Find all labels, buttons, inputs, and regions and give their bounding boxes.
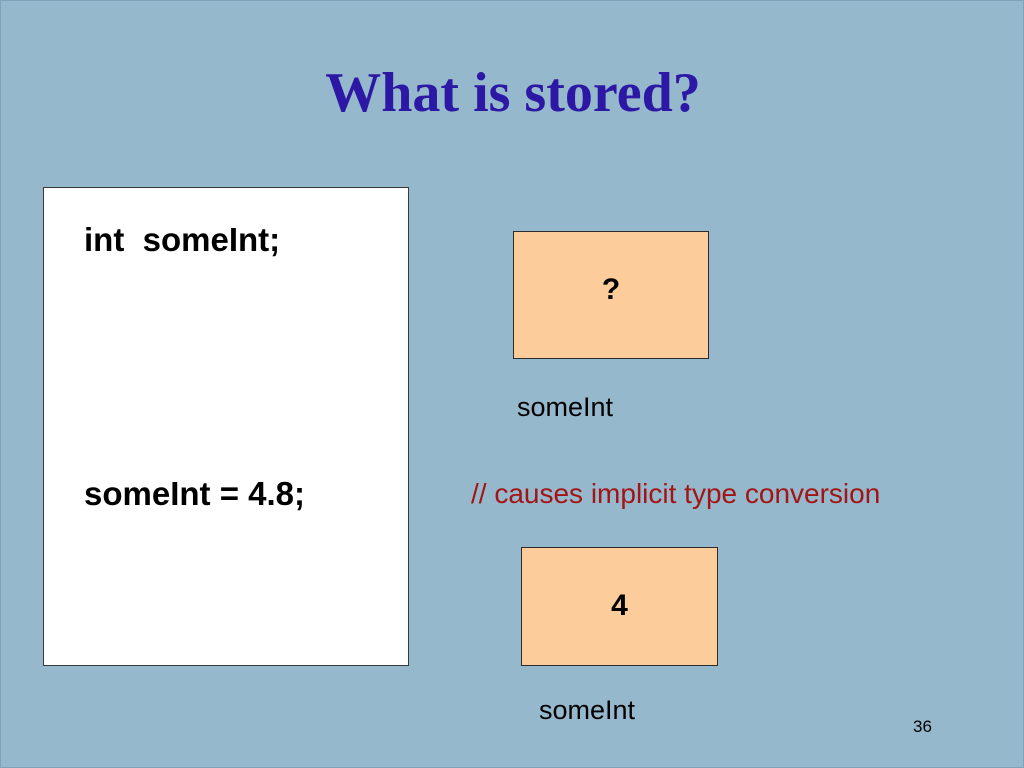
memory-box-before: ? [513, 231, 709, 359]
conversion-comment: // causes implicit type conversion [471, 478, 881, 509]
memory-box-before-value: ? [601, 273, 621, 306]
code-line-assignment: someInt = 4.8; [84, 475, 305, 512]
memory-box-after-value: 4 [611, 589, 628, 622]
memory-box-before-label: someInt [517, 392, 614, 422]
memory-box-after: 4 [521, 547, 718, 666]
code-panel: int someInt; someInt = 4.8; [43, 187, 409, 666]
page-number: 36 [913, 717, 932, 736]
slide-title: What is stored? [325, 62, 701, 124]
memory-box-after-label: someInt [539, 695, 636, 725]
code-line-declaration: int someInt; [84, 221, 281, 258]
